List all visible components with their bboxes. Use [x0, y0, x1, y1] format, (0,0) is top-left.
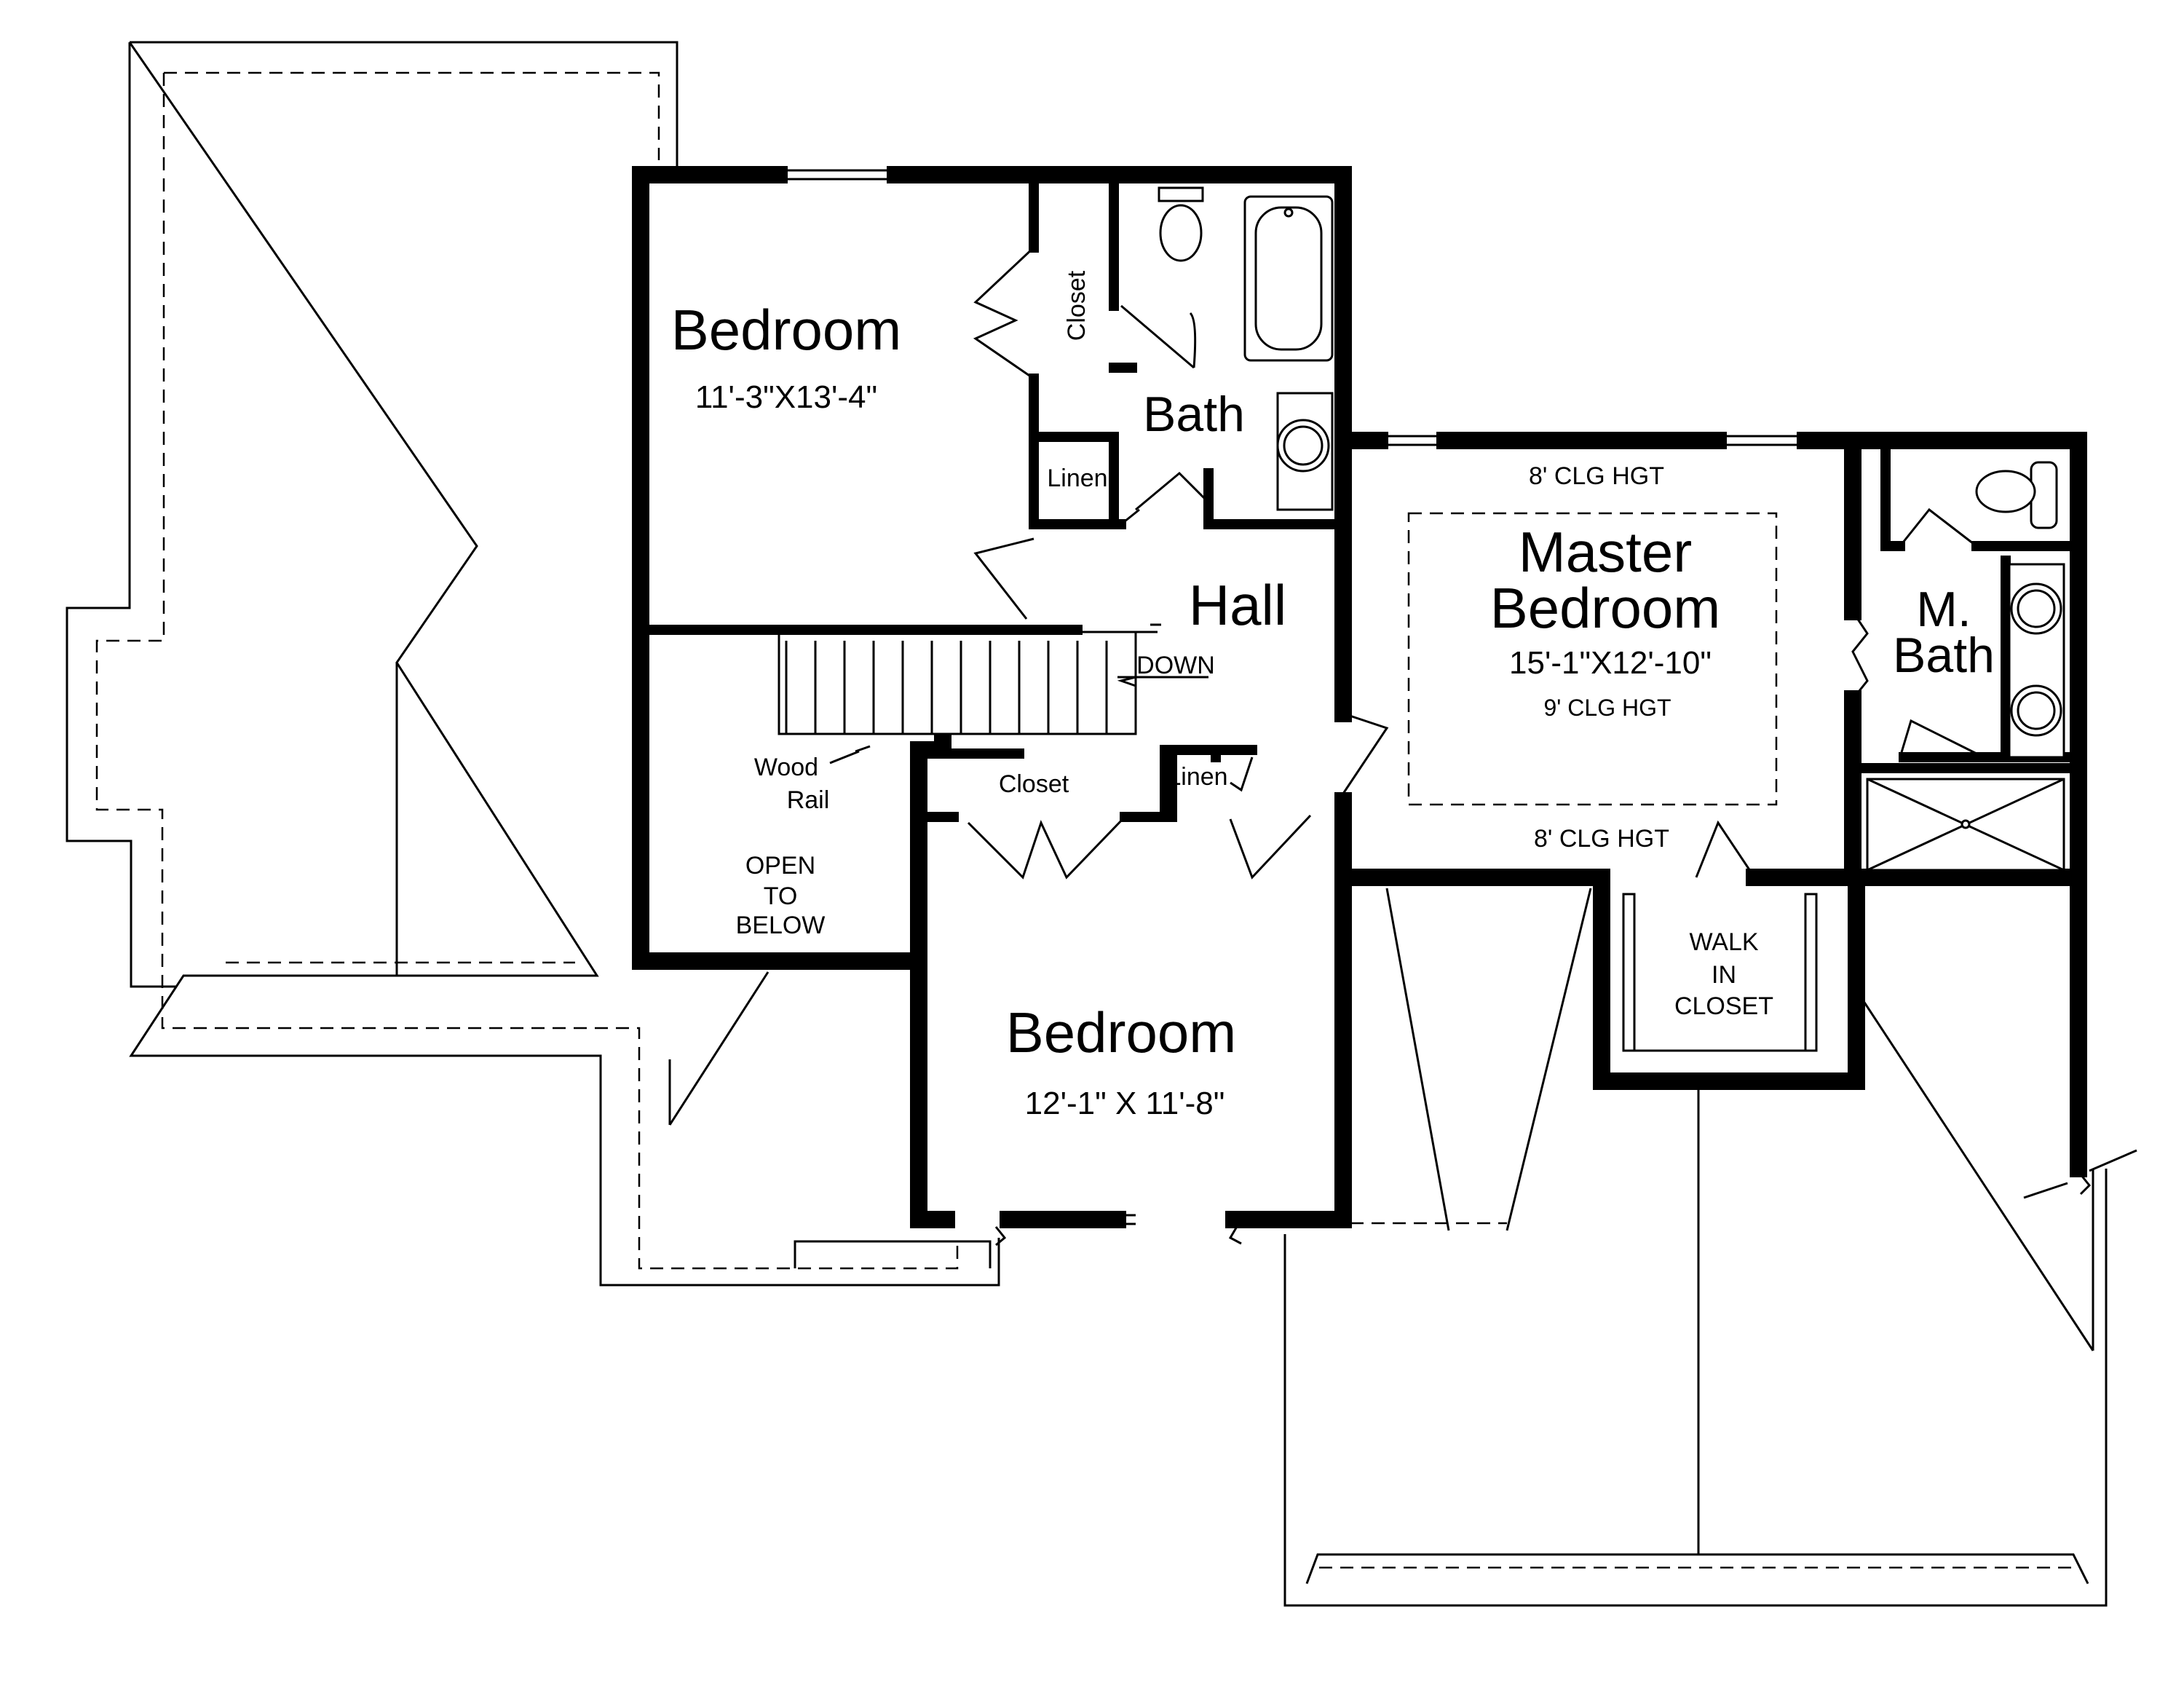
- wood-rail-line2: Rail: [787, 786, 830, 814]
- stair-treads: [785, 641, 1108, 734]
- linen-upper-name: Linen: [1047, 465, 1107, 492]
- master-tray-ceiling: [1407, 512, 1778, 806]
- master-toilet: [1975, 470, 2036, 513]
- doors: [967, 246, 1977, 880]
- windows: [779, 169, 2084, 1225]
- master-size: 15'-1"X12'-10": [1509, 645, 1712, 681]
- bath-name: Bath: [1143, 387, 1245, 442]
- stair-down-label: DOWN: [1136, 652, 1215, 679]
- fixtures: [1158, 186, 2065, 1052]
- bedroom-s-name: Bedroom: [1006, 1000, 1237, 1064]
- toilet: [1159, 204, 1203, 262]
- open-to-below-line2: TO: [764, 882, 798, 910]
- bedroom-nw-size: 11'-3"X13'-4": [695, 379, 877, 415]
- staircase: [778, 623, 1208, 765]
- toilet-tank: [1158, 186, 1204, 202]
- closet-nw-name: Closet: [1063, 270, 1091, 341]
- master-name-line1: Master: [1519, 520, 1692, 584]
- master-bath-line1: M.: [1916, 582, 1971, 637]
- open-to-below-line3: BELOW: [736, 912, 826, 939]
- wood-rail-line1: Wood: [754, 754, 818, 781]
- roof-west: [66, 41, 1000, 1287]
- master-name-line2: Bedroom: [1490, 576, 1721, 640]
- closet-s-name: Closet: [999, 770, 1069, 798]
- room-labels: Bedroom 11'-3"X13'-4" Closet Bath Linen …: [671, 270, 1995, 1121]
- open-to-below-line1: OPEN: [745, 852, 815, 880]
- master-ceiling-bottom: 8' CLG HGT: [1534, 825, 1669, 853]
- walk-in-closet-line3: CLOSET: [1674, 992, 1773, 1020]
- linen-lower-name: Linen: [1167, 763, 1227, 791]
- master-bath-line2: Bath: [1893, 628, 1995, 683]
- master-ceiling: 9' CLG HGT: [1543, 695, 1671, 721]
- break-marks: [994, 1174, 2092, 1247]
- bedroom-nw-name: Bedroom: [671, 298, 902, 362]
- walls: [632, 166, 2087, 1228]
- walk-in-closet-line1: WALK: [1689, 928, 1758, 956]
- master-ceiling-top: 8' CLG HGT: [1529, 462, 1664, 490]
- bedroom-s-size: 12'-1" X 11'-8": [1025, 1086, 1225, 1121]
- hall-name: Hall: [1189, 573, 1286, 637]
- roof-east: [1283, 888, 2137, 1607]
- walk-in-closet-shelf: [1622, 893, 1636, 1052]
- walk-in-closet-line2: IN: [1712, 961, 1736, 989]
